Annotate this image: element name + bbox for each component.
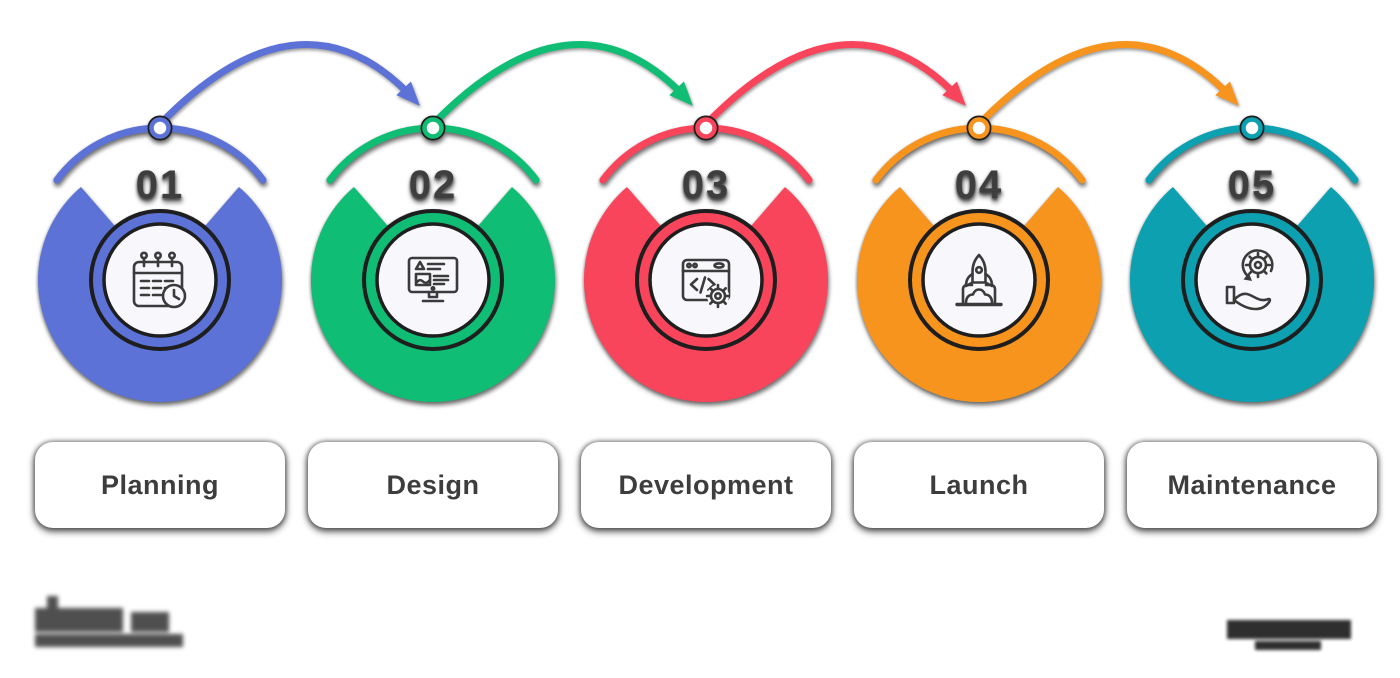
watermark-shape [1227, 620, 1351, 639]
step-number: 04 [955, 163, 1004, 207]
arc-node-outline [147, 115, 173, 141]
step-label-text: Development [618, 469, 794, 500]
connector-arrow-01-to-02 [160, 41, 420, 124]
rocket-launch-icon [955, 253, 1003, 307]
brand-logo [35, 596, 200, 651]
arrowhead-icon [942, 81, 966, 106]
step-label-planning: Planning [35, 442, 285, 528]
step-label-development: Development [581, 442, 831, 528]
logo-shape [131, 612, 169, 632]
step-medallion-maintenance: 05 [1130, 115, 1374, 402]
arrowhead-icon [396, 81, 420, 106]
arc-node [968, 117, 990, 139]
inner-disc [1194, 222, 1310, 338]
step-number: 05 [1228, 163, 1277, 207]
arc-node [1241, 117, 1263, 139]
step-label-text: Maintenance [1167, 469, 1337, 500]
step-number: 03 [682, 163, 731, 207]
inner-disc [648, 222, 764, 338]
gear-in-hand-icon [1225, 249, 1274, 311]
arc-node-outline [420, 115, 446, 141]
connector-curve [706, 41, 955, 124]
step-medallion-launch: 04 [857, 115, 1101, 402]
step-medallion-development: 03 [584, 115, 828, 402]
arc-node [422, 117, 444, 139]
connector-curve [433, 41, 682, 124]
steps-layer: 01 02 03 04 05 [38, 115, 1374, 402]
connector-arrow-04-to-05 [979, 41, 1239, 124]
code-window-gear-icon [681, 258, 731, 309]
step-label-text: Design [386, 469, 480, 500]
step-number: 02 [409, 163, 458, 207]
logo-shape [35, 608, 123, 632]
arrowhead-icon [1215, 81, 1239, 106]
calendar-clock-icon [132, 251, 187, 309]
step-label-text: Launch [929, 469, 1029, 500]
connectors-layer [160, 41, 1239, 124]
step-medallion-design: 02 [311, 115, 555, 402]
arc-node-outline [693, 115, 719, 141]
connector-curve [979, 41, 1228, 124]
design-monitor-icon [407, 256, 459, 303]
arc-node-outline [1239, 115, 1265, 141]
logo-shape [35, 634, 183, 647]
watermark-shape [1255, 641, 1321, 650]
step-label-launch: Launch [854, 442, 1104, 528]
connector-curve [160, 41, 409, 124]
step-label-design: Design [308, 442, 558, 528]
arc-node [695, 117, 717, 139]
connector-arrow-02-to-03 [433, 41, 693, 124]
arc-node-outline [966, 115, 992, 141]
arc-node [149, 117, 171, 139]
step-medallion-planning: 01 [38, 115, 283, 402]
step-label-maintenance: Maintenance [1127, 442, 1377, 528]
step-number: 01 [136, 163, 185, 207]
step-label-text: Planning [101, 469, 219, 500]
arrowhead-icon [669, 81, 693, 106]
watermark [1227, 616, 1359, 654]
connector-arrow-03-to-04 [706, 41, 966, 124]
